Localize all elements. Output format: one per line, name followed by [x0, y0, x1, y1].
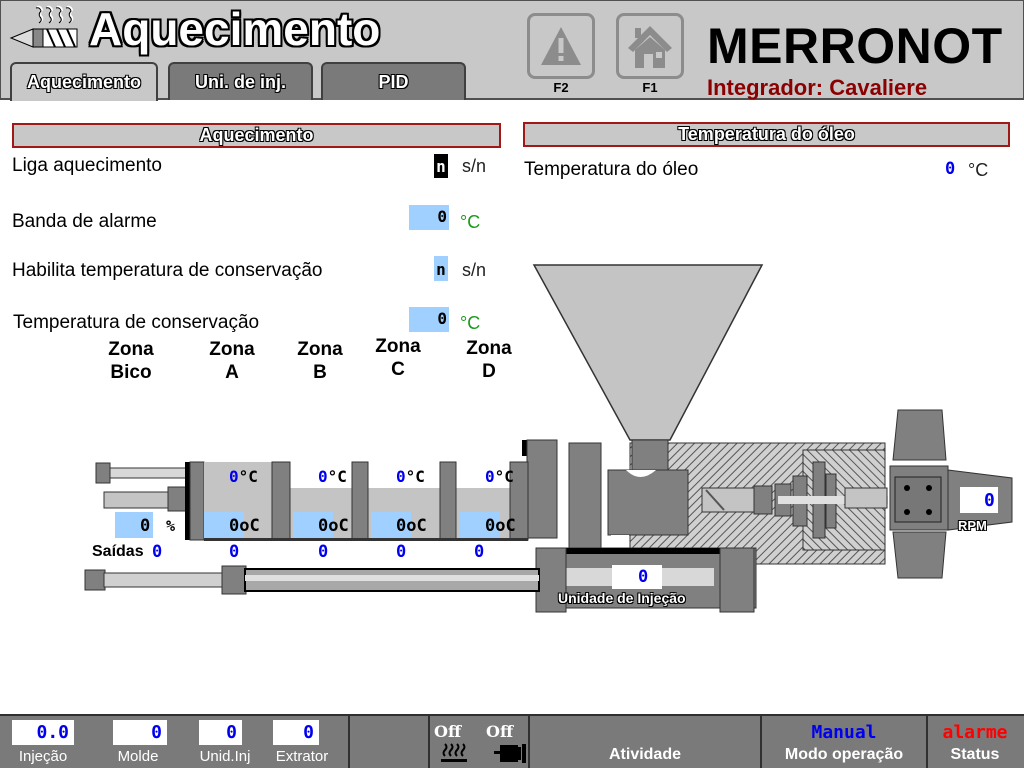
extractor-counter-value: 0 [273, 720, 319, 745]
zone-b-line2: B [313, 362, 327, 383]
zone-c-setpoint-field[interactable] [371, 512, 411, 538]
zone-bico-setpoint: 0 [140, 516, 151, 536]
activity-panel: Atividade [530, 716, 762, 768]
zone-b-line1: Zona [297, 339, 343, 360]
injection-machine-diagram [84, 264, 1013, 613]
temp-conservacao-label: Temperatura de conservação [13, 312, 260, 333]
zone-a-output: 0 [229, 542, 240, 562]
mode-panel: Manual Modo operação [762, 716, 928, 768]
zone-c-setpoint: 0oC [396, 516, 427, 536]
zone-a-setpoint-field[interactable] [204, 512, 244, 538]
zone-c-header: Zona C [363, 335, 433, 381]
header-bar: Aquecimento Aquecimento Uni. de inj. PID… [0, 0, 1024, 101]
zone-a-setpoint: 0oC [229, 516, 260, 536]
zone-c-output: 0 [396, 542, 407, 562]
zone-bico-output: 0 [152, 542, 163, 562]
zone-b-setpoint: 0oC [318, 516, 349, 536]
extractor-counter-label: Extrator [275, 748, 329, 765]
injection-unit-value: 0 [638, 567, 649, 587]
zone-a-line1: Zona [209, 339, 255, 360]
f2-key-label: F2 [553, 80, 569, 95]
empty-panel [350, 716, 430, 768]
zone-d-setpoint-field[interactable] [460, 512, 500, 538]
banda-alarme-field[interactable]: 0 [409, 205, 449, 230]
zone-bico-setpoint-field[interactable] [115, 512, 153, 538]
zone-d-header: Zona D [454, 337, 524, 383]
status-footer: 0.0 Injeção 0 Molde 0 Unid.Inj 0 Extrato… [0, 714, 1024, 768]
mode-label: Modo operação [784, 746, 904, 763]
tab-pid[interactable]: PID [321, 62, 466, 100]
oil-temp-value: 0 [945, 159, 956, 179]
banda-alarme-label: Banda de alarme [12, 211, 157, 232]
home-icon [628, 26, 672, 68]
integrator-label: Integrador: Cavaliere [707, 75, 928, 100]
zone-bico-header: Zona Bico [96, 338, 166, 384]
zone-d-line2: D [482, 361, 496, 382]
zone-b-setpoint-field[interactable] [293, 512, 333, 538]
zone-a-header: Zona A [197, 338, 267, 384]
f1-key-label: F1 [642, 80, 658, 95]
habilita-conservacao-label: Habilita temperatura de conservação [12, 260, 323, 281]
zone-bico-setpoint-unit: % [166, 517, 176, 535]
status-value: alarme [942, 722, 1008, 743]
zone-c-line1: Zona [375, 336, 421, 357]
status-panel: alarme Status [928, 716, 1024, 768]
zone-d-line1: Zona [466, 338, 512, 359]
zone-a-line2: A [225, 362, 239, 383]
injection-counter-value: 0.0 [12, 720, 74, 745]
motor-icon [494, 744, 526, 763]
oil-temp-label: Temperatura do óleo [524, 159, 699, 180]
temp-conservacao-unit: °C [460, 313, 481, 333]
rpm-label: RPM [958, 518, 987, 533]
mode-value: Manual [811, 722, 877, 743]
inj-unit-counter-label: Unid.Inj [199, 748, 251, 765]
heater-motor-panel: Off Off [430, 716, 530, 768]
heater-icon [441, 743, 467, 762]
zone-bico-line2: Bico [110, 362, 152, 383]
liga-aquecimento-unit: s/n [462, 156, 487, 176]
heater-screw-icon [9, 5, 78, 48]
injection-counter-label: Injeção [18, 748, 68, 765]
injection-unit-label: Unidade de Injeção [558, 590, 686, 606]
zone-bico-line1: Zona [108, 339, 154, 360]
zone-d-setpoint: 0oC [485, 516, 516, 536]
zone-b-output: 0 [318, 542, 329, 562]
zone-d-output: 0 [474, 542, 485, 562]
zone-a-actual: 0°C [229, 467, 258, 486]
status-label: Status [950, 746, 1000, 763]
home-button[interactable] [616, 13, 684, 79]
activity-label: Atividade [608, 746, 681, 763]
zone-c-line2: C [391, 359, 405, 380]
zone-b-header: Zona B [285, 338, 355, 384]
habilita-conservacao-unit: s/n [462, 260, 487, 280]
banda-alarme-unit: °C [460, 212, 481, 232]
mold-counter-label: Molde [117, 748, 159, 765]
zone-b-actual: 0°C [318, 467, 347, 486]
counters-panel: 0.0 Injeção 0 Molde 0 Unid.Inj 0 Extrato… [0, 716, 350, 768]
zone-d-actual: 0°C [485, 467, 514, 486]
outputs-label: Saídas [92, 543, 144, 560]
tab-aquecimento[interactable]: Aquecimento [10, 62, 158, 101]
zone-c-actual: 0°C [396, 467, 425, 486]
heating-section-header: Aquecimento [12, 123, 501, 148]
motor-state: Off [486, 722, 514, 741]
oil-section-header: Temperatura do óleo [523, 122, 1010, 147]
alarm-button[interactable] [527, 13, 595, 79]
rpm-value: 0 [984, 490, 995, 511]
alarm-warning-icon [541, 27, 581, 65]
temp-conservacao-field[interactable]: 0 [409, 307, 449, 332]
mold-counter-value: 0 [113, 720, 167, 745]
page-title: Aquecimento [89, 3, 381, 55]
habilita-conservacao-field[interactable]: n [434, 256, 448, 281]
heater-state: Off [434, 722, 462, 741]
inj-unit-counter-value: 0 [199, 720, 242, 745]
liga-aquecimento-field[interactable]: n [434, 154, 448, 178]
liga-aquecimento-label: Liga aquecimento [12, 155, 162, 176]
oil-temp-unit: °C [968, 160, 989, 180]
brand-logo: MERRONOT [707, 18, 1003, 74]
tab-uni-de-inj[interactable]: Uni. de inj. [168, 62, 313, 100]
